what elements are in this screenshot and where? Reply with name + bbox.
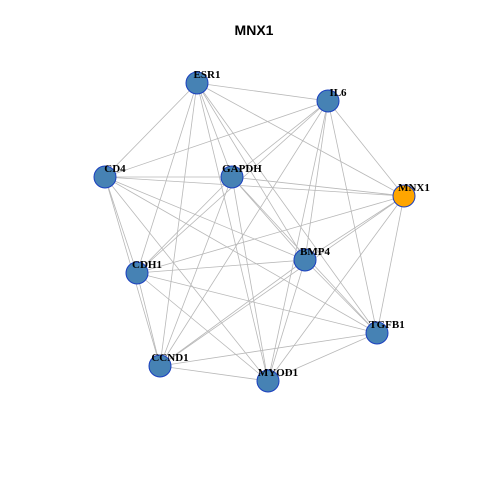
node-cd4 — [93, 165, 117, 189]
node-label-ccnd1: CCND1 — [151, 352, 188, 364]
node-gapdh — [220, 165, 244, 189]
node-label-cdh1: CDH1 — [132, 259, 162, 271]
node-esr1 — [185, 71, 209, 95]
edge-ccnd1-myod1 — [159, 365, 269, 382]
edge-mnx1-ccnd1 — [159, 195, 405, 367]
edge-il6-tgfb1 — [327, 100, 378, 334]
node-bmp4 — [293, 248, 317, 272]
node-label-il6: IL6 — [329, 87, 347, 99]
edge-il6-ccnd1 — [159, 100, 329, 367]
edge-il6-gapdh — [231, 100, 329, 178]
node-tgfb1 — [365, 321, 389, 345]
edge-cdh1-tgfb1 — [136, 272, 378, 334]
edge-tgfb1-myod1 — [267, 332, 378, 382]
edge-bmp4-myod1 — [267, 259, 306, 382]
node-il6 — [316, 89, 340, 113]
edge-esr1-cdh1 — [136, 82, 198, 274]
edge-cd4-cdh1 — [104, 176, 138, 274]
node-cdh1 — [125, 261, 149, 285]
edge-gapdh-myod1 — [231, 176, 269, 382]
edge-layer — [104, 82, 405, 382]
edge-cd4-tgfb1 — [104, 176, 378, 334]
edge-esr1-cd4 — [104, 82, 198, 178]
edge-cdh1-myod1 — [136, 272, 269, 382]
edge-bmp4-cdh1 — [136, 259, 306, 274]
diagram-title: MNX1 — [235, 22, 274, 38]
node-label-tgfb1: TGFB1 — [369, 319, 404, 331]
edge-esr1-il6 — [196, 82, 329, 102]
edge-mnx1-bmp4 — [304, 195, 405, 261]
edge-il6-mnx1 — [327, 100, 405, 197]
edge-mnx1-cdh1 — [136, 195, 405, 274]
edge-esr1-myod1 — [196, 82, 269, 382]
node-label-gapdh: GAPDH — [222, 163, 262, 175]
edge-tgfb1-ccnd1 — [159, 332, 378, 367]
edge-il6-cd4 — [104, 100, 329, 178]
node-label-myod1: MYOD1 — [258, 367, 298, 379]
edge-mnx1-myod1 — [267, 195, 405, 382]
edge-cd4-mnx1 — [104, 176, 405, 197]
node-label-bmp4: BMP4 — [300, 246, 330, 258]
edge-esr1-mnx1 — [196, 82, 405, 197]
node-layer — [93, 71, 416, 393]
node-label-mnx1: MNX1 — [398, 182, 430, 194]
edge-gapdh-bmp4 — [231, 176, 306, 261]
node-label-cd4: CD4 — [104, 163, 126, 175]
edge-esr1-ccnd1 — [159, 82, 198, 367]
edge-cd4-bmp4 — [104, 176, 306, 261]
edge-il6-myod1 — [267, 100, 329, 382]
edge-bmp4-ccnd1 — [159, 259, 306, 367]
edge-bmp4-tgfb1 — [304, 259, 378, 334]
node-mnx1 — [392, 184, 416, 208]
edge-gapdh-mnx1 — [231, 176, 405, 197]
node-myod1 — [256, 369, 280, 393]
edge-mnx1-tgfb1 — [376, 195, 405, 334]
edge-esr1-tgfb1 — [196, 82, 378, 334]
edge-il6-bmp4 — [304, 100, 329, 261]
edge-gapdh-ccnd1 — [159, 176, 233, 367]
edge-esr1-bmp4 — [196, 82, 306, 261]
edge-cdh1-ccnd1 — [136, 272, 161, 367]
edge-esr1-gapdh — [196, 82, 233, 178]
node-label-esr1: ESR1 — [194, 69, 221, 81]
edge-gapdh-cdh1 — [136, 176, 233, 274]
node-ccnd1 — [148, 354, 172, 378]
edge-cd4-myod1 — [104, 176, 269, 382]
